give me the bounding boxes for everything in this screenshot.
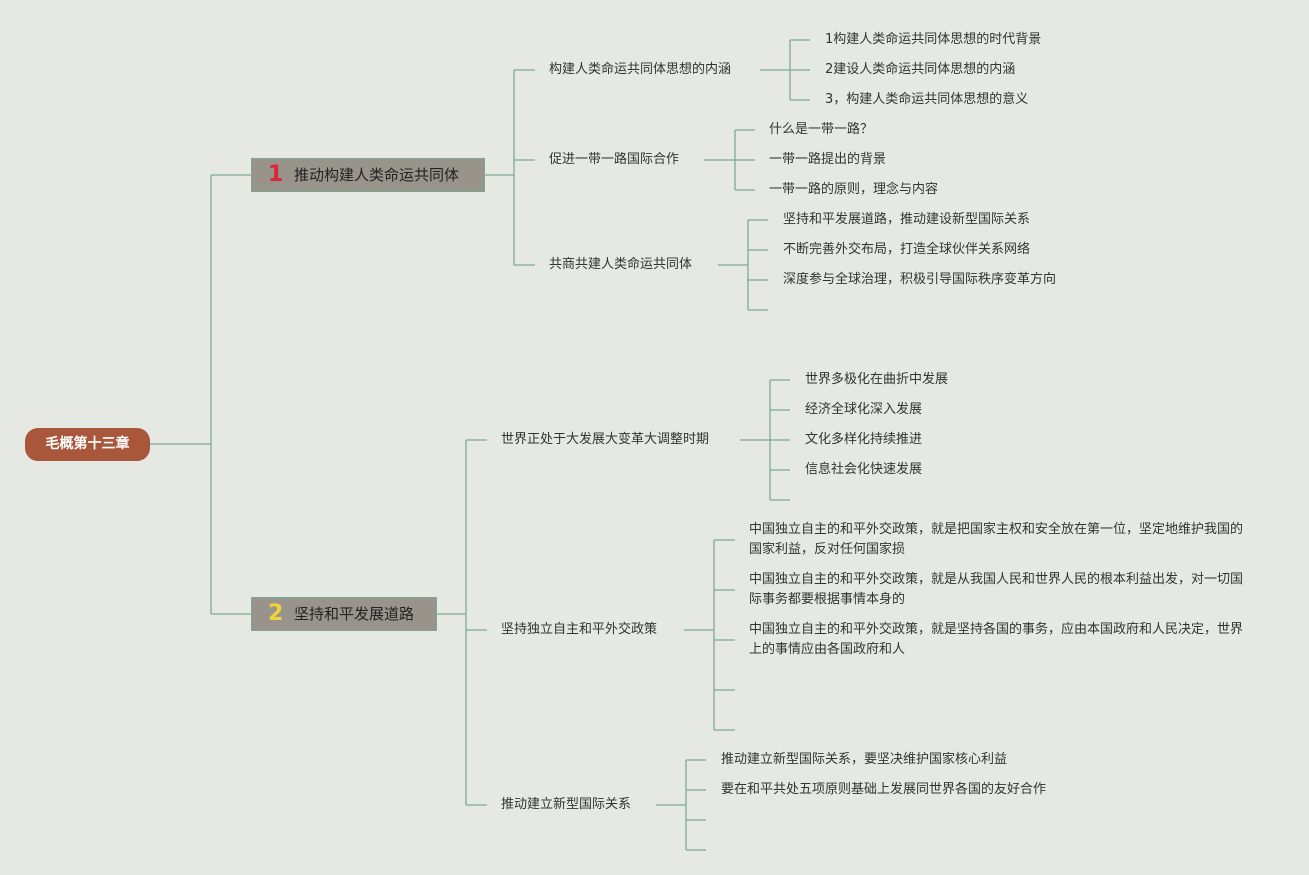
branch-node-1[interactable]: 1 推动构建人类命运共同体: [251, 158, 485, 192]
connector-line: [740, 379, 790, 501]
connector-line: [718, 219, 768, 311]
leaf-node[interactable]: 不断完善外交布局，打造全球伙伴关系网络: [783, 242, 1031, 257]
leaf-node[interactable]: 1构建人类命运共同体思想的时代背景: [825, 32, 1042, 47]
leaf-node[interactable]: 一带一路的原则，理念与内容: [769, 182, 939, 197]
topic-node[interactable]: 共商共建人类命运共同体: [549, 257, 693, 272]
leaf-node[interactable]: 文化多样化持续推进: [805, 432, 923, 447]
connector-line: [437, 439, 487, 806]
leaf-node[interactable]: 2建设人类命运共同体思想的内涵: [825, 62, 1016, 77]
connector-line: [704, 129, 755, 191]
connector-line: [484, 69, 535, 266]
leaf-node[interactable]: 深度参与全球治理，积极引导国际秩序变革方向: [783, 272, 1057, 287]
leaf-node[interactable]: 中国独立自主的和平外交政策，就是坚持各国的事务，应由本国政府和人民决定，世界上的…: [749, 622, 1244, 657]
topic-node[interactable]: 世界正处于大发展大变革大调整时期: [501, 432, 710, 447]
number-badge: 1: [268, 162, 284, 187]
connector-line: [656, 759, 706, 851]
leaf-node[interactable]: 一带一路提出的背景: [769, 152, 887, 167]
topic-node[interactable]: 坚持独立自主和平外交政策: [501, 622, 658, 637]
branch-node-2[interactable]: 2 坚持和平发展道路: [251, 597, 437, 631]
topic-node[interactable]: 促进一带一路国际合作: [549, 152, 680, 167]
leaf-node[interactable]: 推动建立新型国际关系，要坚决维护国家核心利益: [721, 752, 1008, 767]
number-badge: 2: [268, 601, 284, 626]
leaf-node[interactable]: 什么是一带一路？: [769, 122, 874, 137]
connector-line: [684, 539, 735, 731]
leaf-node[interactable]: 中国独立自主的和平外交政策，就是把国家主权和安全放在第一位，坚定地维护我国的国家…: [749, 522, 1244, 557]
connector-line: [760, 39, 810, 101]
branch-label: 坚持和平发展道路: [294, 605, 415, 623]
leaf-node[interactable]: 3，构建人类命运共同体思想的意义: [825, 92, 1029, 107]
leaf-node[interactable]: 要在和平共处五项原则基础上发展同世界各国的友好合作: [721, 782, 1047, 797]
topic-node[interactable]: 推动建立新型国际关系: [501, 797, 632, 812]
leaf-node[interactable]: 世界多极化在曲折中发展: [805, 372, 949, 387]
leaf-node[interactable]: 经济全球化深入发展: [805, 402, 923, 417]
branch-label: 推动构建人类命运共同体: [294, 166, 460, 184]
leaf-node[interactable]: 中国独立自主的和平外交政策，就是从我国人民和世界人民的根本利益出发，对一切国际事…: [749, 572, 1244, 607]
topic-node[interactable]: 构建人类命运共同体思想的内涵: [549, 62, 732, 77]
root-node[interactable]: 毛概第十三章: [25, 428, 150, 461]
leaf-node[interactable]: 坚持和平发展道路，推动建设新型国际关系: [783, 212, 1031, 227]
leaf-node[interactable]: 信息社会化快速发展: [805, 462, 923, 477]
connector-line: [150, 174, 251, 615]
